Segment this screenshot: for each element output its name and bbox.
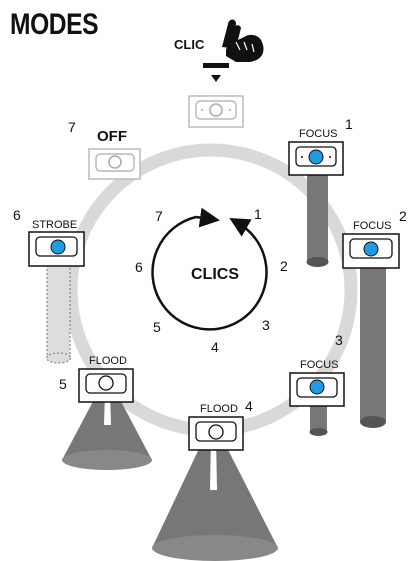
- clic-label: CLIC: [174, 37, 205, 52]
- cycle-center-label: CLICS: [191, 266, 239, 283]
- cycle-number-7: 7: [155, 208, 163, 224]
- cycle-number-3: 3: [262, 317, 270, 333]
- mode-number-4: 4: [245, 398, 253, 414]
- mode-number-6: 6: [13, 207, 21, 223]
- headlamp-off: [88, 148, 141, 180]
- mode-number-5: 5: [59, 376, 67, 392]
- mode-label-2: FOCUS: [353, 220, 392, 232]
- cycle-number-6: 6: [135, 259, 143, 275]
- headlamp-focus-2: [342, 233, 400, 269]
- mode-number-3: 3: [335, 332, 343, 348]
- cycle-number-5: 5: [153, 319, 161, 335]
- beams: [45, 168, 386, 561]
- mode-label-7: OFF: [97, 128, 127, 145]
- cycle-arrow: [151, 215, 268, 331]
- headlamp-strobe-6: [28, 231, 85, 267]
- press-arrow: [211, 75, 221, 82]
- page-title: MODES: [10, 8, 99, 41]
- press-bar: [203, 63, 229, 68]
- cycle-number-4: 4: [211, 339, 219, 355]
- mode-label-5: FLOOD: [89, 355, 127, 367]
- headlamp-focus-1: [288, 141, 344, 176]
- mode-number-7: 7: [68, 119, 76, 135]
- mode-label-4: FLOOD: [200, 403, 238, 415]
- cycle-number-2: 2: [280, 258, 288, 274]
- mode-number-1: 1: [345, 116, 353, 132]
- headlamp-flood-5: [78, 368, 134, 403]
- mode-number-2: 2: [399, 208, 407, 224]
- mode-label-3: FOCUS: [300, 359, 339, 371]
- mode-label-1: FOCUS: [299, 128, 338, 140]
- headlamp-flood-4: [188, 416, 244, 451]
- cycle-number-1: 1: [254, 206, 262, 222]
- mode-label-6: STROBE: [32, 219, 77, 231]
- headlamp-clic: [188, 95, 244, 128]
- headlamp-focus-3: [289, 372, 345, 407]
- hand-pointer-icon: [222, 19, 264, 62]
